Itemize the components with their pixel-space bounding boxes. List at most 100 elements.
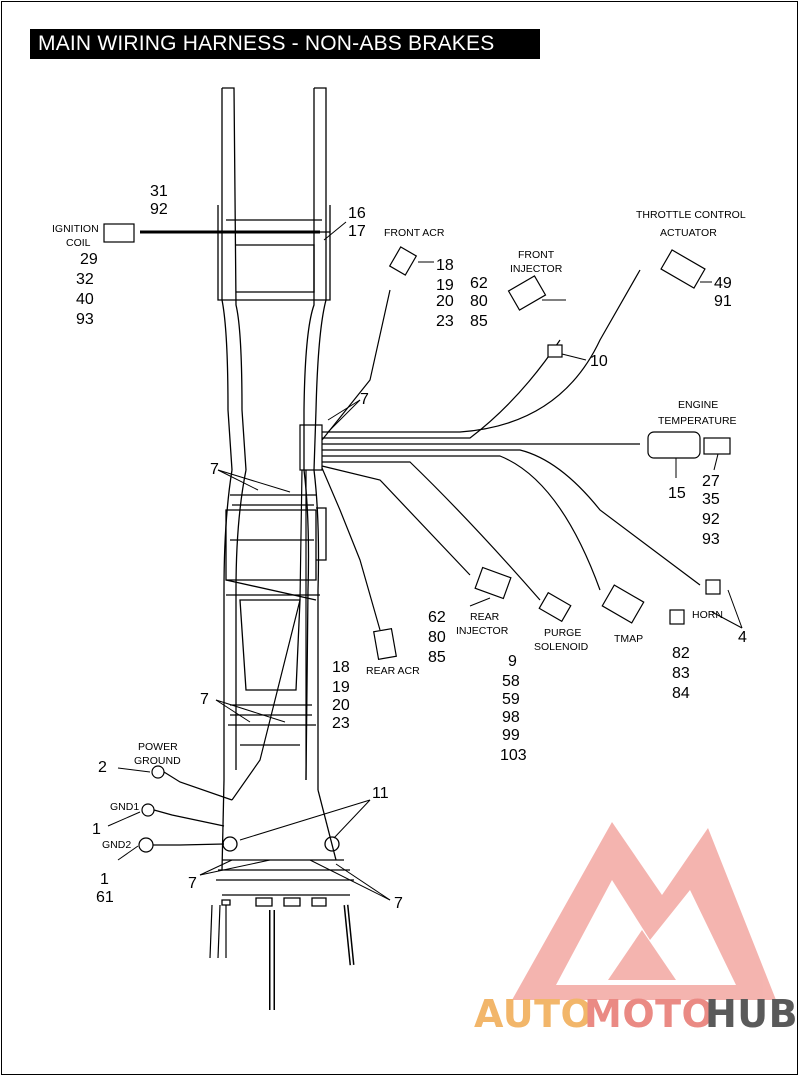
callout-tmap-84: 84 — [672, 685, 690, 702]
callout-ignition-32: 32 — [76, 271, 94, 288]
callout-purge-58: 58 — [502, 673, 520, 690]
callout-gnd1-1: 1 — [92, 821, 101, 838]
callout-clip-10: 10 — [590, 353, 608, 370]
watermark-text-auto: AUTO — [474, 992, 593, 1036]
label-rear-injector-1: REAR — [470, 611, 500, 623]
leader-lines — [107, 221, 743, 901]
callout-engine-temp-27: 27 — [702, 473, 720, 490]
label-purge-solenoid-2: SOLENOID — [534, 641, 589, 653]
front-acr-connector — [388, 246, 418, 276]
callout-ignition-40: 40 — [76, 291, 94, 308]
page-title: MAIN WIRING HARNESS - NON-ABS BRAKES — [30, 29, 540, 59]
callout-engine-temp-93: 93 — [702, 531, 720, 548]
engine-temperature-connector — [703, 437, 731, 455]
ignition-coil-connector — [103, 223, 135, 243]
callout-gnd2-1: 1 — [100, 871, 109, 888]
tmap-connector — [601, 584, 645, 624]
label-throttle-control-2: ACTUATOR — [660, 227, 717, 239]
throttle-actuator-connector — [660, 249, 706, 289]
callout-rear-acr-23: 23 — [332, 715, 350, 732]
label-power-ground-1: POWER — [138, 741, 178, 753]
label-ignition-coil-1: IGNITION — [52, 223, 99, 235]
callout-front-acr-20: 20 — [436, 293, 454, 310]
callout-ignition-29: 29 — [80, 251, 98, 268]
rear-injector-connector — [474, 566, 512, 600]
callout-front-injector-62: 62 — [470, 275, 488, 292]
callout-ignition-93: 93 — [76, 311, 94, 328]
callout-horn-4: 4 — [738, 629, 747, 646]
callout-engine-temp-92: 92 — [702, 511, 720, 528]
label-ignition-coil-2: COIL — [66, 237, 91, 249]
ground-terminals — [138, 765, 233, 853]
label-tmap: TMAP — [614, 633, 643, 645]
callout-power-ground-2: 2 — [98, 759, 107, 776]
callout-rear-acr-18: 18 — [332, 659, 350, 676]
gnd1-ring — [141, 803, 155, 817]
callout-rear-acr-19: 19 — [332, 679, 350, 696]
label-rear-injector-2: INJECTOR — [456, 625, 509, 637]
label-front-acr: FRONT ACR — [384, 227, 445, 239]
front-injector-connector — [507, 275, 547, 311]
callout-engine-temp-35: 35 — [702, 491, 720, 508]
callout-frame-17: 17 — [348, 223, 366, 240]
harness-trunk — [140, 230, 701, 801]
label-front-injector-2: INJECTOR — [510, 263, 563, 275]
label-front-injector-1: FRONT — [518, 249, 555, 261]
gnd2-ring — [138, 837, 154, 853]
label-engine-temperature-1: ENGINE — [678, 399, 718, 411]
callout-harness-7-a: 7 — [360, 391, 369, 408]
callout-numbers: 31 92 29 32 40 93 16 17 18 19 20 23 62 8… — [76, 183, 747, 912]
callout-tmap-82: 82 — [672, 645, 690, 662]
callout-rear-injector-85: 85 — [428, 649, 446, 666]
callout-purge-99: 99 — [502, 727, 520, 744]
clip-10-connector — [547, 344, 563, 358]
callout-rear-acr-20: 20 — [332, 697, 350, 714]
watermark-text: AUTO MOTO HUB — [474, 992, 798, 1036]
purge-solenoid-connector — [538, 591, 572, 623]
rear-acr-connector — [373, 627, 397, 661]
callout-harness-7-b: 7 — [210, 461, 219, 478]
motorcycle-frame — [216, 87, 354, 907]
callout-front-acr-19: 19 — [436, 277, 454, 294]
callout-purge-103: 103 — [500, 747, 527, 764]
label-horn: HORN — [692, 609, 723, 621]
engine-temperature-sensor — [647, 431, 701, 459]
callout-ignition-31: 31 — [150, 183, 168, 200]
callout-rear-injector-80: 80 — [428, 629, 446, 646]
callout-tmap-83: 83 — [672, 665, 690, 682]
callout-rear-injector-62: 62 — [428, 609, 446, 626]
callout-harness-7-c: 7 — [200, 691, 209, 708]
watermark-text-hub: HUB — [705, 992, 798, 1036]
callout-purge-59: 59 — [502, 691, 520, 708]
callout-grommet-11: 11 — [372, 785, 389, 802]
callout-engine-temp-15: 15 — [668, 485, 686, 502]
callout-ignition-92: 92 — [150, 201, 168, 218]
horn-connector-a — [705, 579, 721, 595]
callout-harness-7-e: 7 — [394, 895, 403, 912]
callout-front-injector-80: 80 — [470, 293, 488, 310]
callout-purge-9: 9 — [508, 653, 517, 670]
callout-front-acr-23: 23 — [436, 313, 454, 330]
label-purge-solenoid-1: PURGE — [544, 627, 581, 639]
watermark-text-moto: MOTO — [584, 992, 714, 1036]
horn-connector-b — [669, 609, 685, 625]
callout-front-injector-85: 85 — [470, 313, 488, 330]
component-labels: IGNITION COIL FRONT ACR FRONT INJECTOR T… — [52, 209, 746, 851]
callout-harness-7-d: 7 — [188, 875, 197, 892]
watermark-logo — [512, 822, 776, 1000]
callout-throttle-91: 91 — [714, 293, 732, 310]
label-gnd1: GND1 — [110, 801, 139, 813]
label-rear-acr: REAR ACR — [366, 665, 420, 677]
callout-front-acr-18: 18 — [436, 257, 454, 274]
label-gnd2: GND2 — [102, 839, 131, 851]
watermark-logo-inner — [556, 880, 736, 985]
power-ground-ring — [151, 765, 165, 779]
connectors — [103, 223, 731, 661]
watermark-logo-core — [608, 930, 676, 980]
label-throttle-control-1: THROTTLE CONTROL — [636, 209, 746, 221]
label-engine-temperature-2: TEMPERATURE — [658, 415, 737, 427]
callout-purge-98: 98 — [502, 709, 520, 726]
